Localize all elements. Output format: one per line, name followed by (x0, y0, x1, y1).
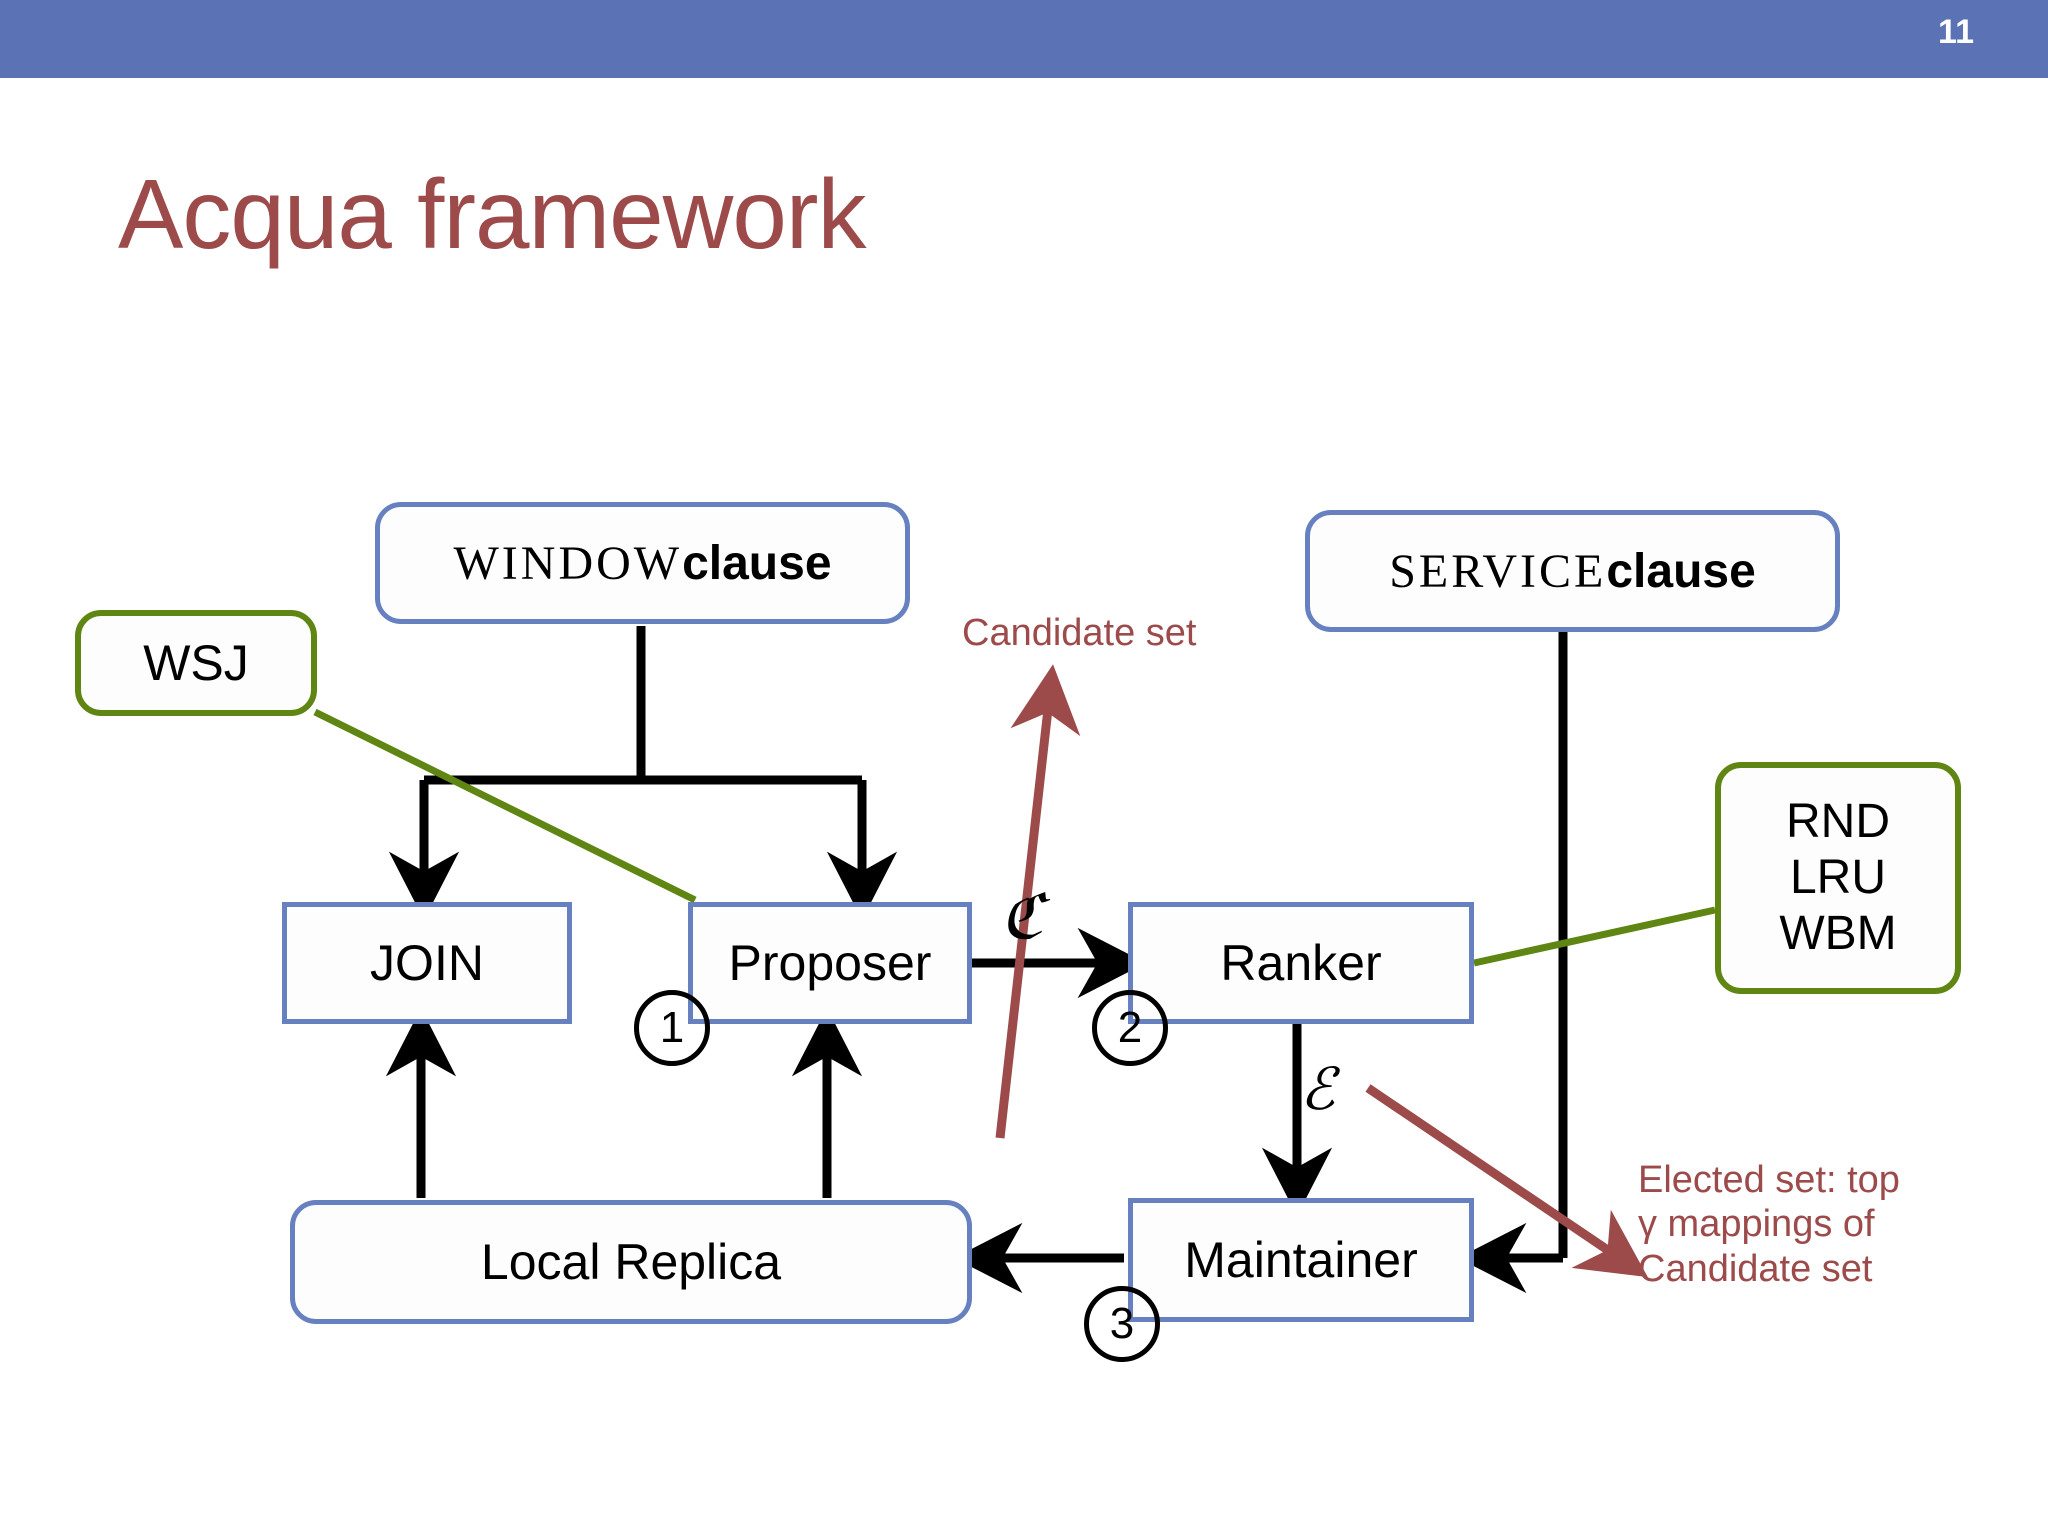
node-local-replica-label: Local Replica (480, 1234, 782, 1290)
node-service-clause-keyword: SERVICE (1389, 544, 1607, 598)
node-maintainer-label: Maintainer (1184, 1232, 1418, 1288)
node-wsj-label: WSJ (143, 635, 249, 691)
node-local-replica[interactable]: Local Replica (290, 1200, 972, 1324)
symbol-elected-set: ℰ (1300, 1057, 1336, 1122)
annotation-elected-set-line-3: Candidate set (1638, 1247, 1873, 1290)
node-ranker[interactable]: Ranker (1128, 902, 1474, 1024)
node-join[interactable]: JOIN (282, 902, 572, 1024)
page-number: 11 (1938, 13, 1974, 51)
annotation-elected-set-line-1: Elected set: top (1638, 1159, 1900, 1201)
node-proposer[interactable]: Proposer (688, 902, 972, 1024)
connector-ranker-to-policies (1473, 906, 1716, 967)
connector-service-to-maintainer (1457, 632, 1568, 1294)
node-window-clause[interactable]: WINDOW clause (375, 502, 910, 624)
node-window-clause-keyword: WINDOW (453, 536, 683, 590)
node-maintainer[interactable]: Maintainer (1128, 1198, 1474, 1322)
node-ranker-label: Ranker (1220, 935, 1382, 991)
page-title: Acqua framework (118, 159, 867, 269)
slide-header-bar (0, 0, 2048, 78)
node-cache-policies-lines: RND LRU WBM (1779, 794, 1896, 961)
policy-rnd: RND (1786, 795, 1890, 849)
symbol-candidate-set: ℭ (1000, 884, 1044, 952)
node-service-clause-suffix: clause (1606, 544, 1756, 598)
node-wsj[interactable]: WSJ (75, 610, 317, 716)
step-badge-1: 1 (634, 990, 710, 1066)
policy-lru: LRU (1789, 851, 1887, 905)
annotation-elected-set: Elected set: top γ mappings of Candidate… (1638, 1158, 1968, 1291)
connector-wsj-to-proposer (313, 708, 697, 904)
node-service-clause[interactable]: SERVICE clause (1305, 510, 1840, 632)
annotation-candidate-set: Candidate set (962, 612, 1197, 654)
node-proposer-label: Proposer (728, 935, 932, 991)
step-badge-3: 3 (1084, 1286, 1160, 1362)
node-cache-policies[interactable]: RND LRU WBM (1715, 762, 1961, 994)
connector-window-to-operators (388, 626, 898, 921)
annotation-elected-set-line-2: γ mappings of (1638, 1203, 1875, 1246)
node-join-label: JOIN (370, 935, 484, 991)
node-window-clause-suffix: clause (682, 536, 832, 590)
step-badge-2: 2 (1092, 990, 1168, 1066)
policy-wbm: WBM (1779, 906, 1897, 960)
